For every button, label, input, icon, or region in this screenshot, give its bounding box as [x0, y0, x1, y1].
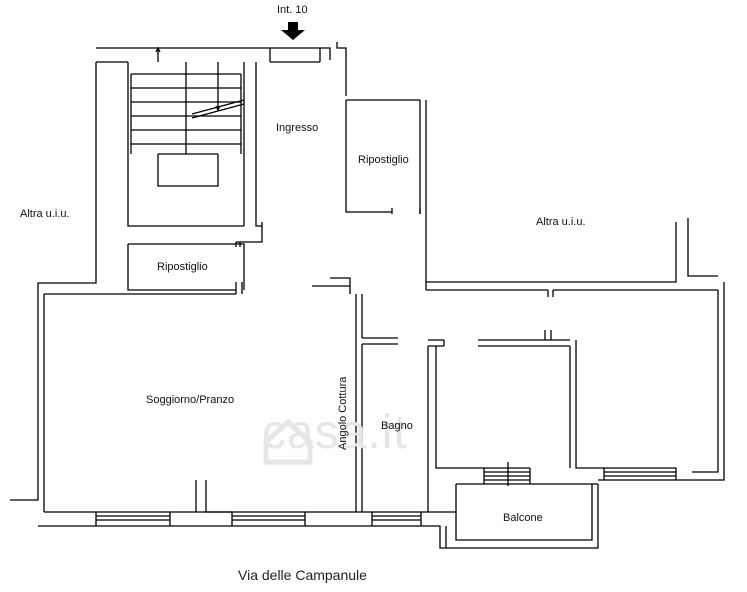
watermark-house-icon	[263, 418, 313, 465]
room-ingresso: Ingresso	[276, 122, 319, 134]
street-name: Via delle Campanule	[238, 567, 367, 583]
room-soggiorno: Soggiorno/Pranzo	[146, 394, 235, 406]
room-angolo-cottura: Angolo Cottura	[337, 376, 349, 450]
room-balcone: Balcone	[503, 512, 543, 524]
room-ripostiglio-left: Ripostiglio	[157, 261, 208, 273]
window-center	[231, 511, 306, 526]
entrance-label: Int. 10	[277, 4, 308, 16]
watermark: casa.it	[262, 406, 408, 459]
walls	[10, 42, 725, 549]
entrance-arrow-icon	[281, 22, 305, 40]
room-altra-left: Altra u.i.u.	[20, 208, 70, 220]
room-ripostiglio-top: Ripostiglio	[358, 154, 409, 166]
window-left	[95, 511, 171, 526]
room-altra-right: Altra u.i.u.	[536, 216, 586, 228]
room-bagno: Bagno	[381, 420, 413, 432]
window-bagno	[371, 511, 422, 526]
